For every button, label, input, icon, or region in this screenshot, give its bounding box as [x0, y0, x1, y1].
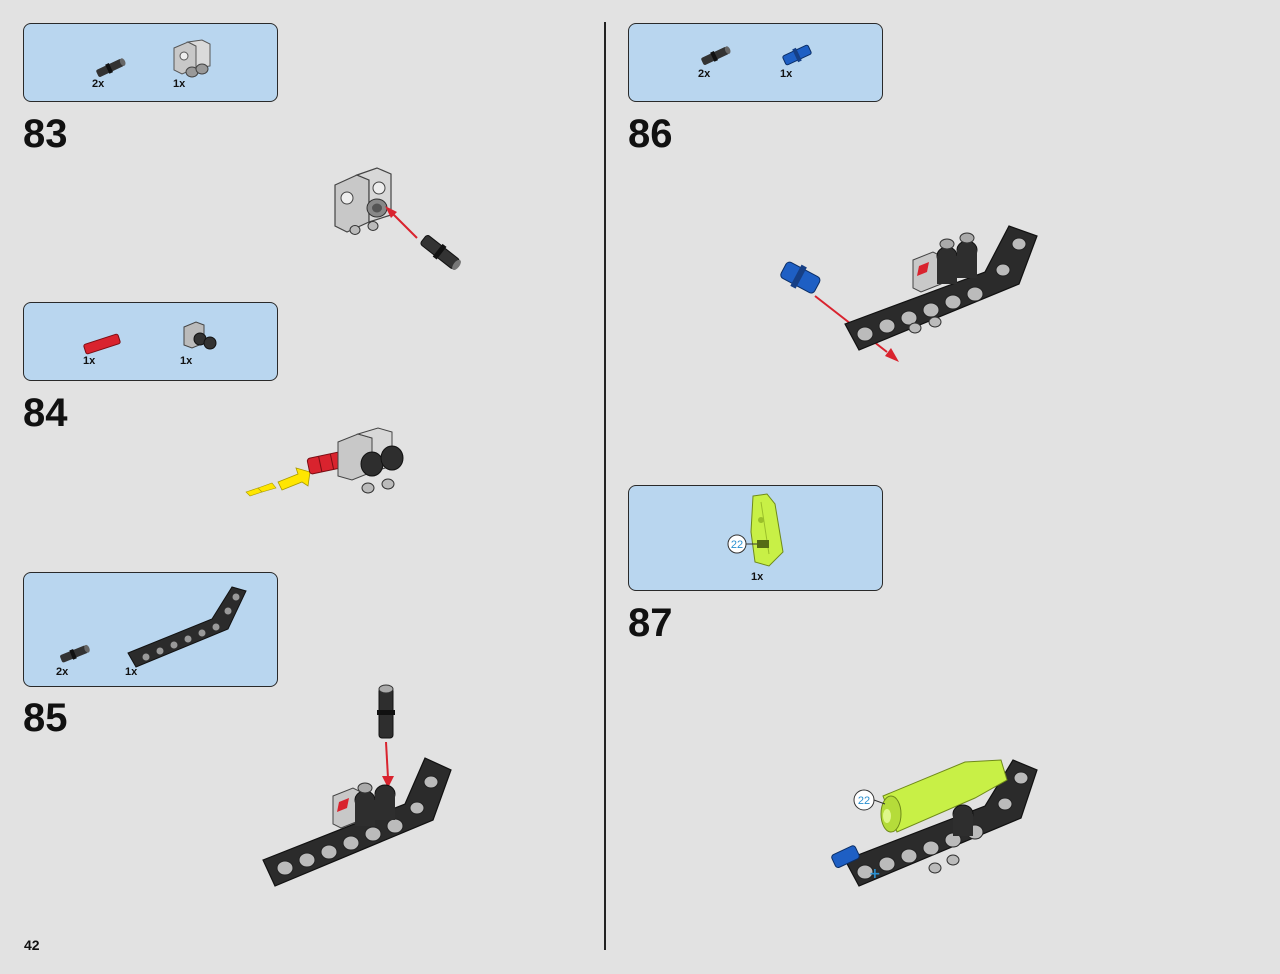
dark-grey-double-pin-connector-icon — [183, 321, 217, 350]
step-86-assembly-illustration — [780, 225, 1038, 362]
part-qty: 2x — [56, 666, 69, 678]
svg-text:+: + — [869, 866, 881, 882]
page-number: 42 — [24, 937, 40, 953]
part-qty: 2x — [698, 68, 711, 80]
column-divider — [604, 22, 606, 950]
grey-double-pin-connector-icon — [173, 39, 211, 78]
step-number-84: 84 — [23, 391, 68, 435]
callout-number: 22 — [731, 539, 743, 551]
step-number-86: 86 — [628, 112, 673, 156]
part-qty: 1x — [173, 78, 186, 90]
lime-green-panel-icon: 22 — [727, 493, 784, 567]
part-qty: 1x — [125, 666, 138, 678]
part-qty: 2x — [92, 78, 105, 90]
black-friction-pin-icon — [96, 58, 126, 77]
parts-box-step-83: 2x 1x — [23, 23, 278, 102]
step-84-assembly-illustration — [245, 427, 404, 497]
part-qty: 1x — [751, 571, 764, 583]
blue-axle-pin-icon — [782, 44, 812, 66]
black-friction-pin-icon — [60, 644, 90, 663]
parts-box-step-87: 22 1x — [628, 485, 883, 591]
part-qty: 1x — [83, 355, 96, 367]
black-friction-pin-icon — [701, 46, 731, 65]
step-number-83: 83 — [23, 112, 68, 156]
black-bent-liftarm-icon — [127, 586, 247, 668]
callout-number: 22 — [858, 795, 870, 807]
red-axle-icon — [83, 333, 121, 355]
step-83-assembly-illustration — [334, 167, 461, 271]
step-87-assembly-illustration: + 22 — [831, 759, 1038, 887]
step-number-85: 85 — [23, 696, 68, 740]
part-qty: 1x — [780, 68, 793, 80]
step-number-87: 87 — [628, 601, 673, 645]
step-85-assembly-illustration — [262, 684, 452, 887]
parts-box-step-86: 2x 1x — [628, 23, 883, 102]
parts-box-step-85: 2x 1x — [23, 572, 278, 687]
part-qty: 1x — [180, 355, 193, 367]
parts-box-step-84: 1x 1x — [23, 302, 278, 381]
